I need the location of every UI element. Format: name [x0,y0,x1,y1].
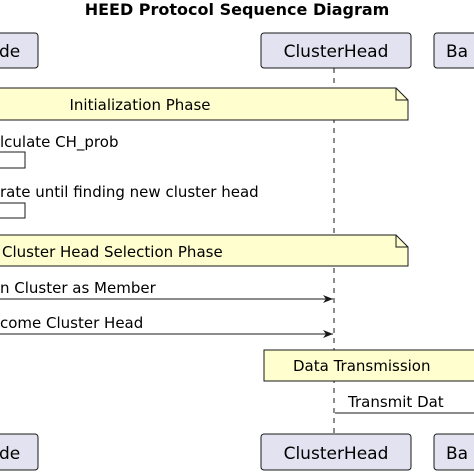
participant-cluster-head-label: ClusterHead [284,42,389,62]
participant-cluster-head-bottom-label: ClusterHead [284,444,389,464]
note-initialization-phase: Initialization Phase [0,87,409,121]
message-become-head-label: come Cluster Head [0,314,143,332]
note-initialization-text: Initialization Phase [69,96,210,114]
participant-base-top: Ba [433,32,474,69]
note-cluster-head-selection-phase: Cluster Head Selection Phase [0,234,409,267]
message-iterate-arrow [0,202,26,219]
participant-base-bottom: Ba [433,433,474,471]
participant-cluster-head-top: ClusterHead [260,32,412,69]
note-data-text: Data Transmission [293,357,430,375]
participant-node-bottom-label: de [0,444,20,464]
message-calc-prob-arrow [0,151,26,169]
note-data-transmission-phase: Data Transmission [263,349,474,382]
participant-base-bottom-label: Ba [446,444,468,464]
note-selection-text: Cluster Head Selection Phase [2,243,223,261]
participant-node-bottom: de [0,433,39,471]
participant-node-top: de [0,32,39,69]
message-iterate-label: rate until finding new cluster head [0,183,259,201]
message-calc-prob-label: lculate CH_prob [0,133,118,152]
diagram-title: HEED Protocol Sequence Diagram [85,0,390,19]
participant-node-label: de [0,42,20,62]
message-transmit-label: Transmit Dat [347,393,444,411]
participant-base-label: Ba [446,42,468,62]
message-join-cluster-label: n Cluster as Member [0,279,157,297]
participant-cluster-head-bottom: ClusterHead [260,433,412,471]
